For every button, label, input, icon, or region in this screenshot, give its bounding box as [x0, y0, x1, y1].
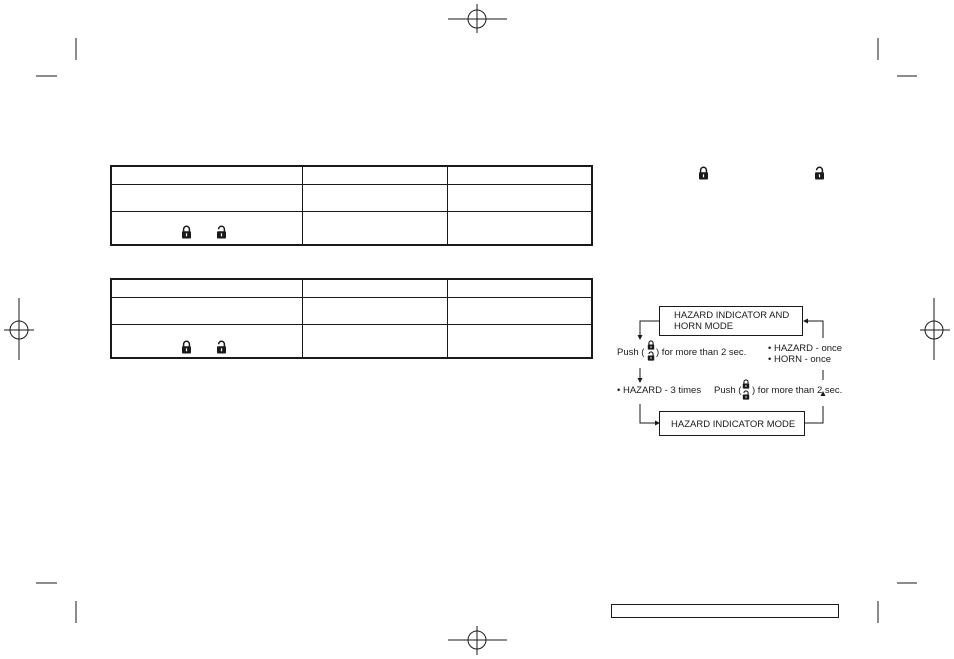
horn-once-text: • HORN - once — [768, 354, 831, 365]
table-row — [112, 297, 591, 325]
mode-box-hazard-horn: HAZARD INDICATOR AND HORN MODE — [659, 306, 803, 336]
unlock-icon — [742, 390, 750, 400]
push-instruction-left-suffix: ) for more than 2 sec. — [656, 347, 747, 358]
column-divider — [447, 167, 448, 244]
mode-label-line1: HAZARD INDICATOR AND — [674, 310, 790, 321]
table-row — [112, 184, 591, 212]
hazard-once-text: • HAZARD - once — [768, 343, 843, 354]
table-header-row — [112, 167, 591, 185]
push-instruction-left-prefix: Push ( — [617, 347, 645, 358]
column-divider — [302, 280, 303, 357]
mode-box-hazard-only: HAZARD INDICATOR MODE — [659, 411, 805, 436]
unlock-icon — [647, 351, 655, 361]
mode-label-line2: HORN MODE — [674, 321, 734, 332]
push-instruction-right-suffix: ) for more than 2 sec. — [752, 385, 843, 396]
column-divider — [302, 167, 303, 244]
column-divider — [447, 280, 448, 357]
page-footer-box — [611, 604, 839, 618]
settings-table-2 — [110, 278, 593, 359]
settings-table-1 — [110, 165, 593, 246]
table-header-row — [112, 280, 591, 298]
lock-icon — [647, 340, 655, 350]
push-instruction-right-prefix: Push ( — [714, 385, 742, 396]
lock-icon — [742, 379, 750, 389]
mode-label: HAZARD INDICATOR MODE — [671, 419, 796, 430]
hazard-three-times-text: • HAZARD - 3 times — [617, 385, 702, 396]
